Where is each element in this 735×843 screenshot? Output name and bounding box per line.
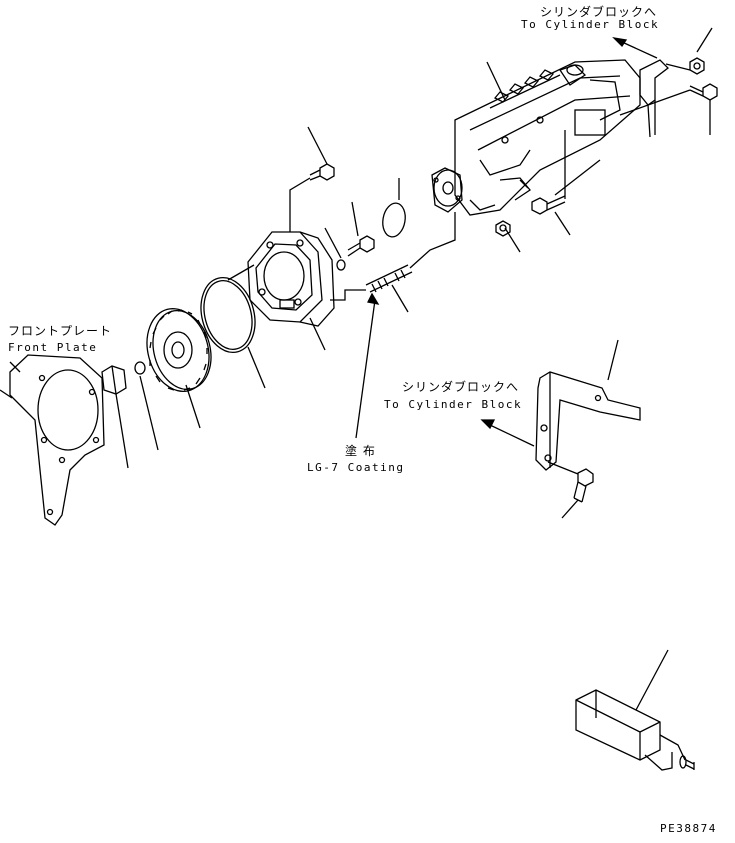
small-washer bbox=[134, 361, 146, 375]
to-cylinder-top-jp: シリンダブロックへ bbox=[540, 5, 658, 19]
stud-bolt bbox=[365, 264, 413, 293]
injection-pump bbox=[431, 59, 641, 216]
to-cylinder-top-en: To Cylinder Block bbox=[521, 18, 660, 31]
bracket-bolt bbox=[689, 83, 718, 101]
flange-bolt-mid bbox=[347, 235, 375, 257]
rear-bracket bbox=[639, 59, 669, 138]
coating-jp: 塗 布 bbox=[345, 444, 376, 458]
coating-en: LG-7 Coating bbox=[307, 461, 405, 474]
to-cylinder-mid-jp: シリンダブロックへ bbox=[402, 380, 520, 394]
pump-bolt-right bbox=[531, 195, 566, 215]
hex-sleeve bbox=[101, 365, 127, 395]
front-plate-en: Front Plate bbox=[8, 341, 98, 354]
bracket-mount-bolt bbox=[573, 468, 594, 503]
bracket-nut bbox=[689, 57, 705, 75]
pump-hex-nut bbox=[495, 220, 511, 237]
pump-flange-plate bbox=[247, 231, 335, 327]
flange-bolt-top bbox=[309, 163, 335, 181]
o-ring-small bbox=[382, 202, 406, 238]
front-plate bbox=[0, 354, 105, 526]
to-cylinder-mid-en: To Cylinder Block bbox=[384, 398, 523, 411]
front-plate-jp: フロントプレート bbox=[8, 324, 113, 338]
support-bracket bbox=[535, 371, 641, 471]
o-ring-large bbox=[200, 277, 256, 353]
part-code: PE38874 bbox=[660, 822, 717, 835]
installation-tool bbox=[575, 689, 695, 771]
drive-gear bbox=[146, 308, 212, 392]
washer-mid bbox=[336, 259, 346, 271]
